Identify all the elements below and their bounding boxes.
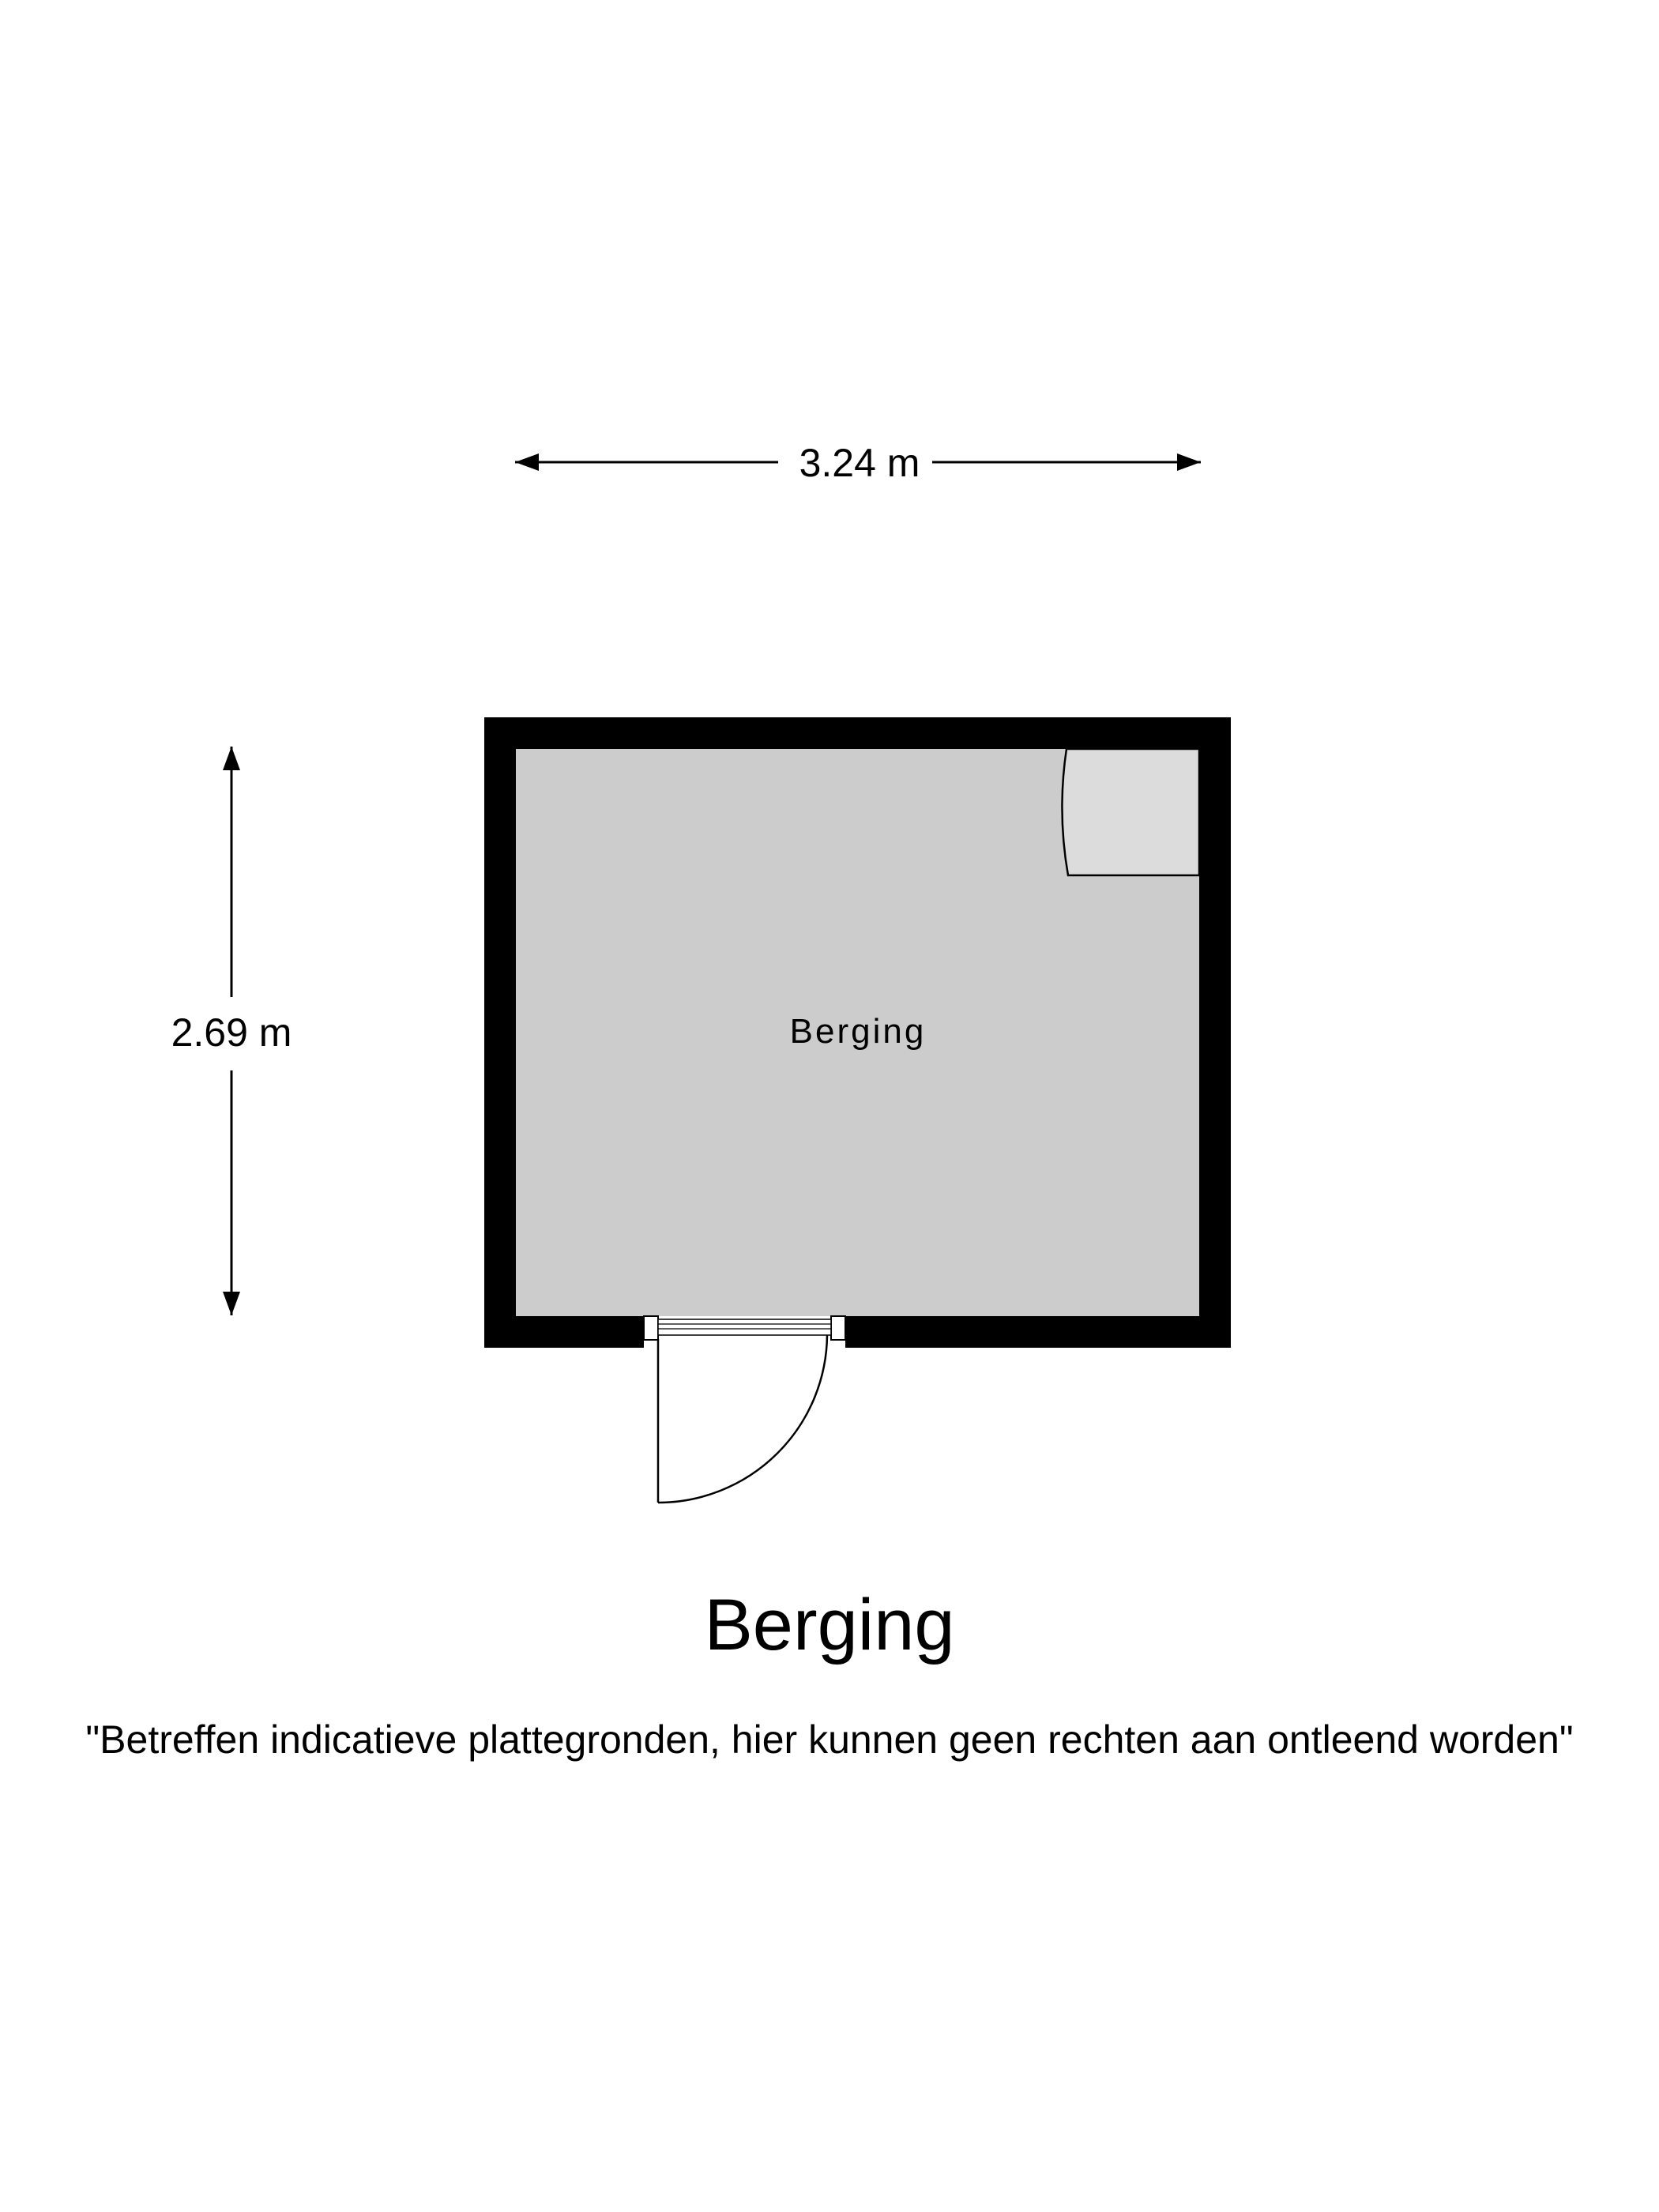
wall-top [484, 717, 1231, 749]
disclaimer-text: "Betreffen indicatieve plattegronden, hi… [85, 1717, 1574, 1762]
height-arrow-bottom-icon [223, 1292, 240, 1315]
floor-title: Berging [704, 1585, 955, 1665]
door [656, 1334, 829, 1504]
room-label: Berging [790, 1012, 927, 1051]
door-swing-arc [657, 1334, 829, 1504]
wall-bottom-right [845, 1316, 1231, 1348]
height-dimension-label: 2.69 m [171, 1010, 292, 1055]
door-sill [657, 1319, 832, 1336]
wall-bottom-left [484, 1316, 644, 1348]
corner-fixture [1061, 747, 1201, 877]
wall-left [484, 717, 516, 1348]
width-dimension-label: 3.24 m [799, 441, 920, 485]
walls [484, 717, 1231, 1348]
door-jamb-left [643, 1315, 659, 1341]
width-arrow-left-icon [515, 453, 539, 471]
width-arrow-right-icon [1177, 453, 1201, 471]
width-dimension: 3.24 m [515, 441, 1201, 485]
height-arrow-top-icon [223, 747, 240, 770]
door-threshold [643, 1315, 846, 1341]
door-jamb-right [830, 1315, 846, 1341]
height-dimension: 2.69 m [171, 747, 292, 1315]
wall-right [1199, 717, 1231, 1348]
